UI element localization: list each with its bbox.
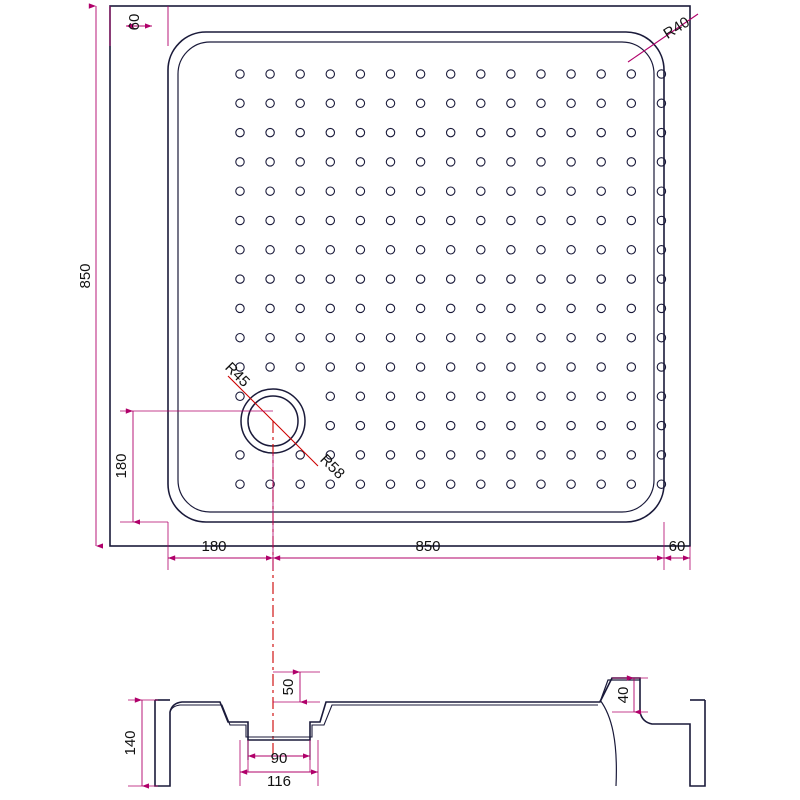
dim-label-top-left-edge: 60 bbox=[126, 14, 143, 31]
dim-label-drain-offset-left: 180 bbox=[201, 538, 226, 555]
plan-view-group: 60 850 180 180 850 60 R40 R45 R58 bbox=[77, 3, 699, 760]
dim-label-drain-bore: 90 bbox=[271, 750, 288, 767]
anti-slip-dot-grid bbox=[235, 69, 667, 489]
dim-label-drain-depth: 50 bbox=[280, 679, 297, 696]
dim-label-drain-outer: 116 bbox=[267, 773, 291, 790]
tray-basin-outline bbox=[167, 31, 665, 523]
dim-label-corner-radius: R40 bbox=[660, 14, 692, 43]
tray-basin-inner-outline bbox=[177, 41, 655, 513]
dim-label-lip-height: 40 bbox=[615, 687, 632, 704]
section-break-line bbox=[599, 699, 617, 787]
dim-label-drain-radius-inner: R45 bbox=[221, 359, 252, 390]
corner-radius-leader bbox=[627, 13, 699, 63]
section-view-group: 50 40 140 90 116 bbox=[122, 669, 706, 790]
dim-label-height-overall: 850 bbox=[77, 263, 94, 288]
dim-label-drain-offset-bottom: 180 bbox=[113, 453, 130, 478]
dim-label-tray-height: 140 bbox=[122, 730, 139, 755]
tray-outer-body bbox=[109, 5, 691, 547]
dim-label-right-edge: 60 bbox=[669, 538, 686, 555]
dim-label-width-overall: 850 bbox=[415, 538, 440, 555]
section-inner-profile bbox=[169, 704, 598, 738]
section-outer-profile bbox=[154, 677, 706, 787]
dim-label-drain-radius-outer: R58 bbox=[316, 451, 347, 482]
